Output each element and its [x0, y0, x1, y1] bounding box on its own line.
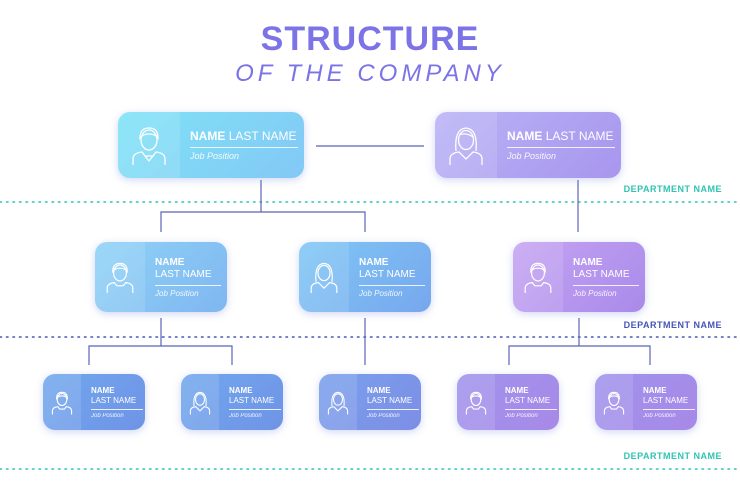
card-divider [229, 408, 281, 410]
card-last-name: LAST NAME [367, 395, 413, 405]
org-card-mid-right[interactable]: NAME LAST NAME Job Position [513, 242, 645, 312]
card-divider [573, 284, 639, 286]
card-job-position: Job Position [155, 288, 199, 298]
male-person-icon [513, 242, 563, 312]
female-person-icon [319, 374, 357, 430]
card-first-name: NAME [505, 385, 529, 395]
card-first-name: NAME [229, 385, 253, 395]
card-first-name: NAME [155, 256, 185, 268]
card-job-position: Job Position [229, 412, 262, 419]
female-person-icon [299, 242, 349, 312]
card-last-name: LAST NAME [545, 129, 614, 143]
department-label-2: DEPARTMENT NAME [624, 320, 722, 330]
card-last-name: LAST NAME [573, 268, 630, 280]
card-first-name: NAME [573, 256, 603, 268]
male-person-icon [95, 242, 145, 312]
card-last-name: LAST NAME [505, 395, 551, 405]
card-first-name: NAME [359, 256, 389, 268]
org-card-top-left[interactable]: NAME LAST NAME Job Position [118, 112, 304, 178]
male-person-icon [118, 112, 180, 178]
card-job-position: Job Position [573, 288, 617, 298]
card-job-position: Job Position [643, 412, 676, 419]
male-person-icon [43, 374, 81, 430]
card-last-name: LAST NAME [228, 129, 297, 143]
card-divider [155, 284, 221, 286]
card-divider [190, 147, 298, 148]
org-card-bottom-5[interactable]: NAME LAST NAME Job Position [595, 374, 697, 430]
card-divider [643, 408, 695, 410]
department-label-2-text: DEPARTMENT NAME [623, 320, 722, 330]
card-divider [91, 408, 143, 410]
card-divider [507, 147, 615, 148]
male-person-icon [457, 374, 495, 430]
card-first-name: NAME [190, 129, 226, 143]
card-job-position: Job Position [359, 288, 403, 298]
org-card-top-right[interactable]: NAME LAST NAME Job Position [435, 112, 621, 178]
org-card-mid-center[interactable]: NAME LAST NAME Job Position [299, 242, 431, 312]
card-divider [505, 408, 557, 410]
page-title: STRUCTURE [260, 20, 480, 58]
card-last-name: LAST NAME [229, 395, 275, 405]
card-first-name: NAME [367, 385, 391, 395]
male-person-icon [595, 374, 633, 430]
card-last-name: LAST NAME [359, 268, 416, 280]
org-card-bottom-2[interactable]: NAME LAST NAME Job Position [181, 374, 283, 430]
org-card-mid-left[interactable]: NAME LAST NAME Job Position [95, 242, 227, 312]
department-label-3-text: DEPARTMENT NAME [623, 451, 722, 461]
org-card-bottom-4[interactable]: NAME LAST NAME Job Position [457, 374, 559, 430]
org-card-bottom-1[interactable]: NAME LAST NAME Job Position [43, 374, 145, 430]
page-subtitle: OF THE COMPANY [235, 60, 505, 87]
card-first-name: NAME [643, 385, 667, 395]
department-label-1-text: DEPARTMENT NAME [623, 184, 722, 194]
card-first-name: NAME [91, 385, 115, 395]
org-card-bottom-3[interactable]: NAME LAST NAME Job Position [319, 374, 421, 430]
card-job-position: Job Position [190, 151, 240, 161]
card-divider [367, 408, 419, 410]
card-job-position: Job Position [507, 151, 557, 161]
card-last-name: LAST NAME [155, 268, 212, 280]
card-job-position: Job Position [505, 412, 538, 419]
card-job-position: Job Position [367, 412, 400, 419]
department-label-3: DEPARTMENT NAME [624, 451, 722, 461]
card-job-position: Job Position [91, 412, 124, 419]
card-first-name: NAME [507, 129, 543, 143]
card-last-name: LAST NAME [643, 395, 689, 405]
female-person-icon [435, 112, 497, 178]
card-divider [359, 284, 425, 286]
female-person-icon [181, 374, 219, 430]
card-last-name: LAST NAME [91, 395, 137, 405]
department-label-1: DEPARTMENT NAME [624, 184, 722, 194]
